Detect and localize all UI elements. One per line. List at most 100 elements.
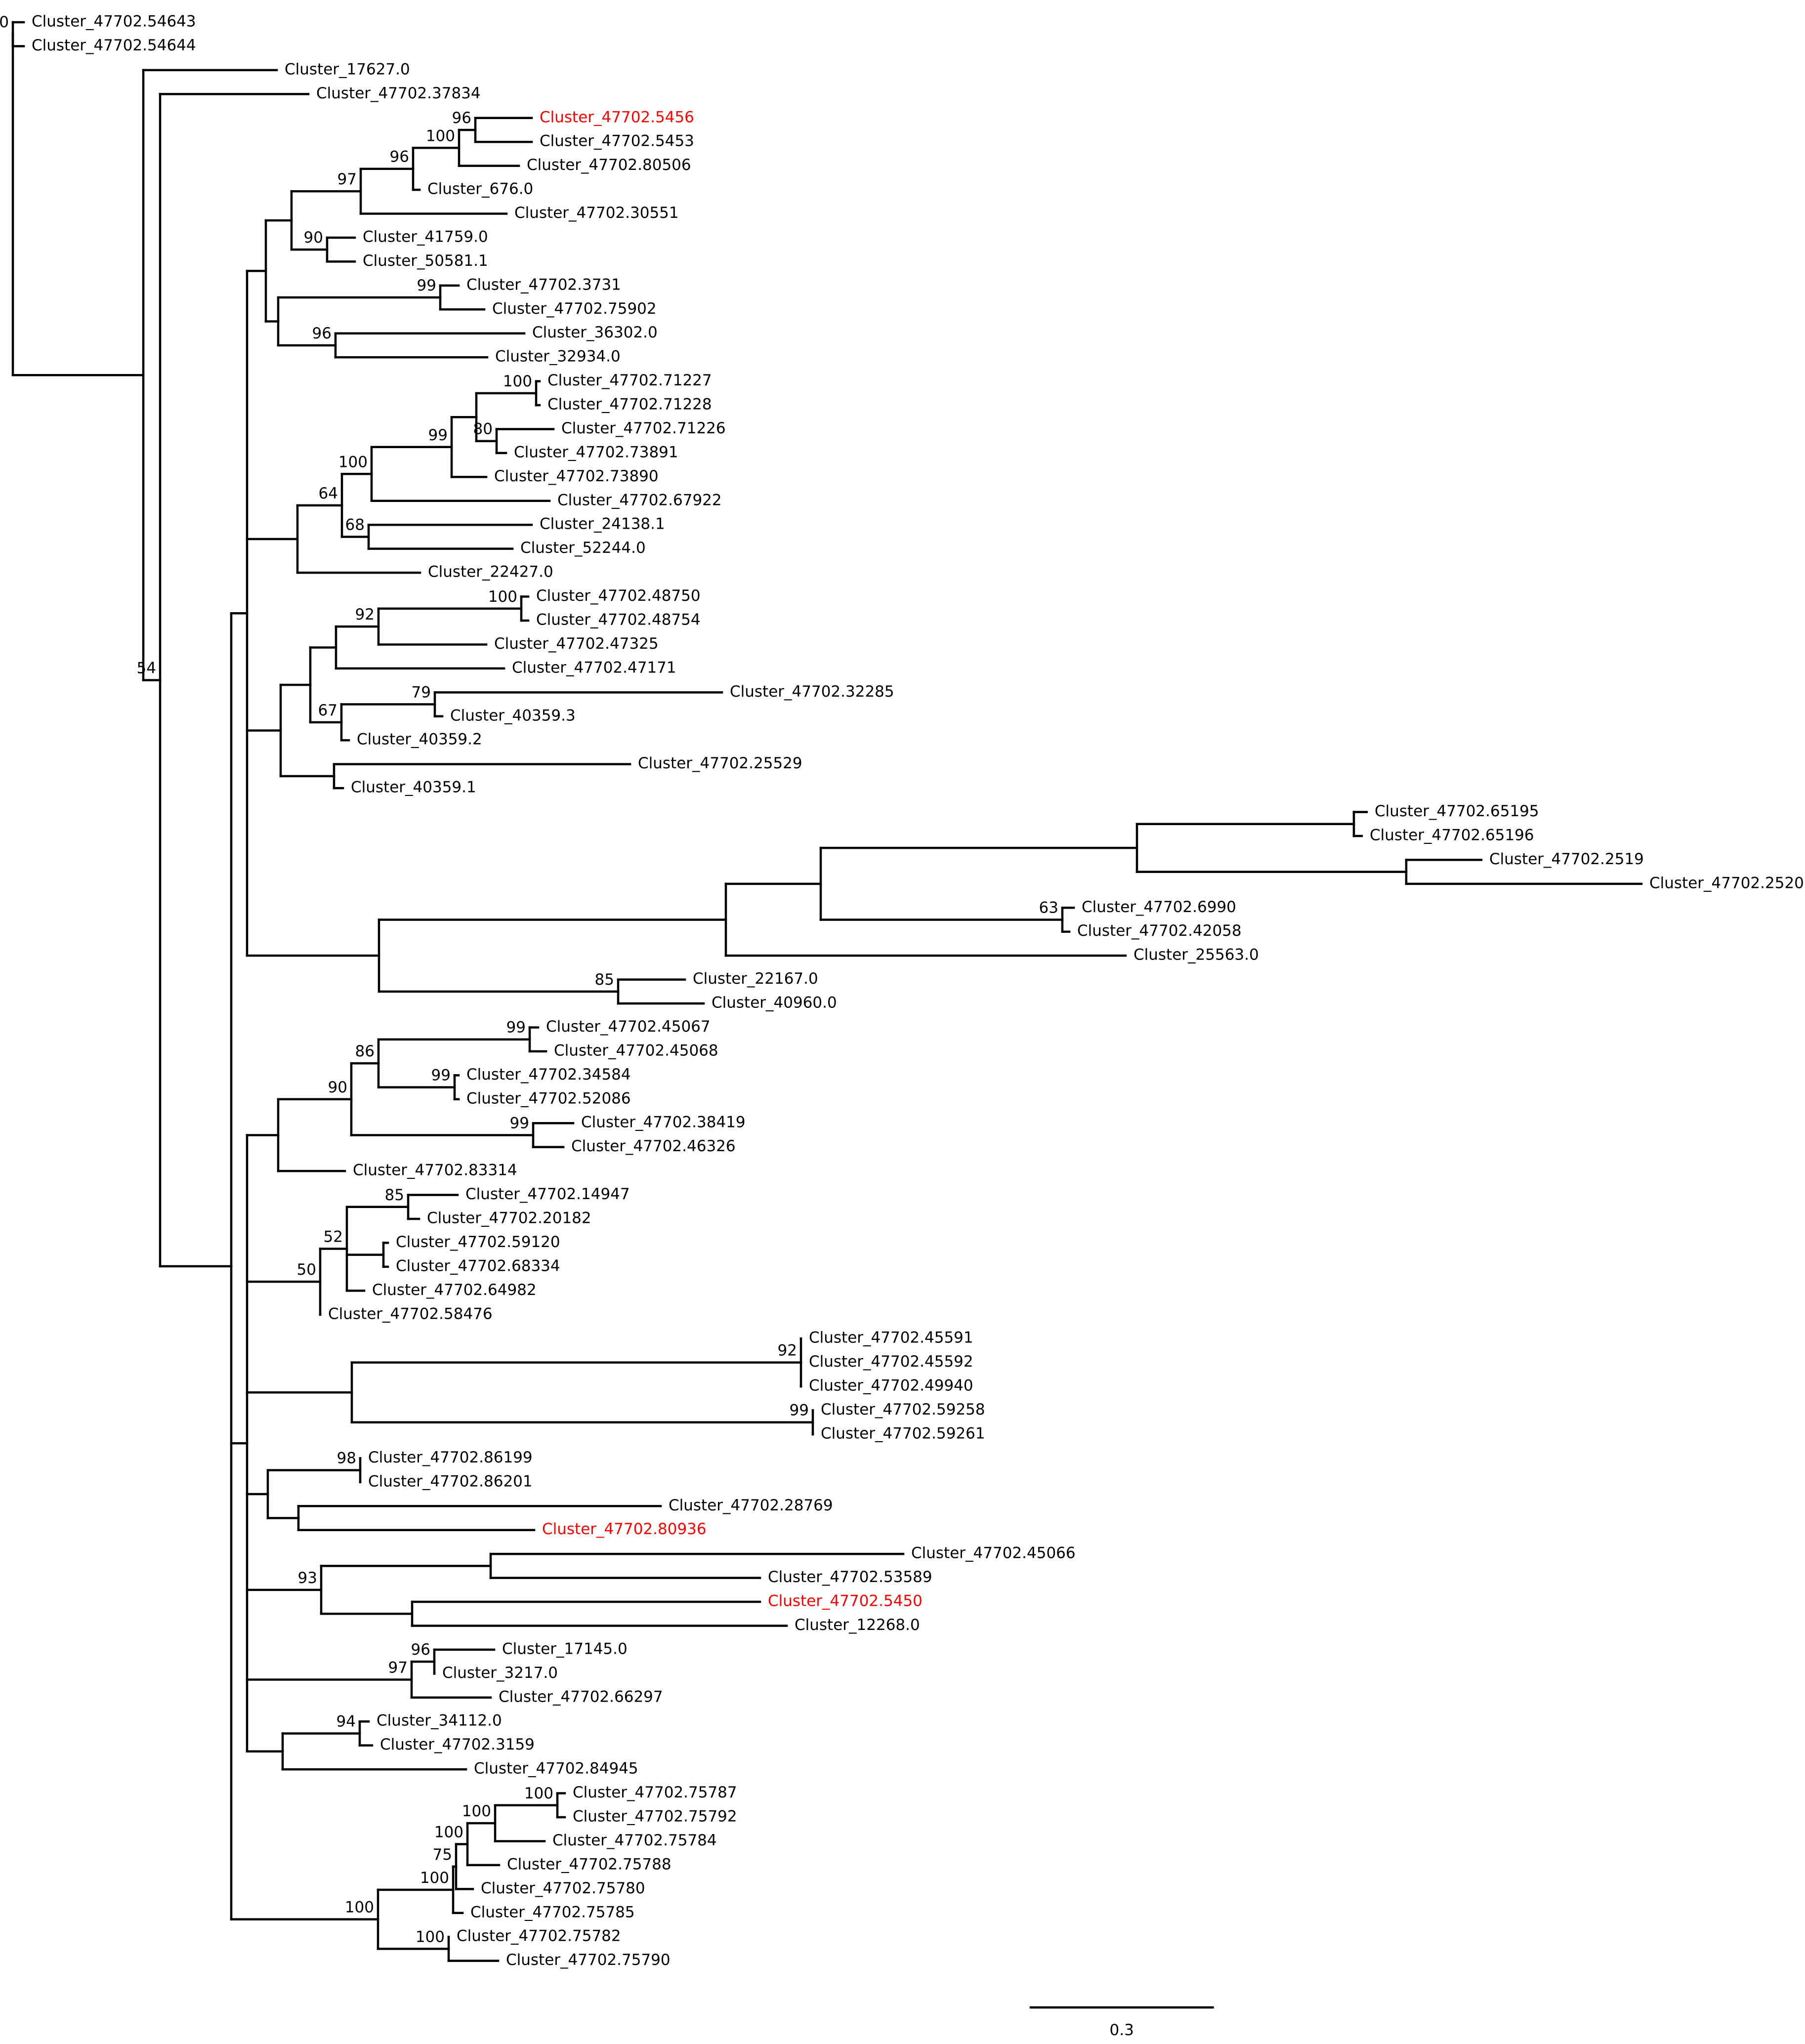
tip-label: Cluster_47702.45066 [911, 1544, 1076, 1562]
tree-branches [11, 21, 1643, 1962]
support-value: 75 [433, 1846, 452, 1864]
tip-label: Cluster_47702.38419 [581, 1114, 746, 1131]
tip-label: Cluster_47702.75792 [573, 1808, 737, 1826]
tip-label: Cluster_47702.49940 [809, 1377, 973, 1395]
tip-label: Cluster_12268.0 [795, 1616, 920, 1634]
support-value: 99 [790, 1402, 809, 1419]
support-value: 99 [506, 1019, 526, 1037]
tip-label: Cluster_47702.25529 [638, 754, 802, 772]
support-value: 85 [385, 1186, 404, 1204]
tip-label: Cluster_47702.71228 [547, 396, 712, 414]
tip-label: Cluster_32934.0 [495, 348, 621, 366]
tip-label: Cluster_40359.1 [351, 779, 476, 796]
tip-label: Cluster_47702.75790 [506, 1951, 671, 1969]
support-value: 100 [503, 373, 532, 390]
support-value: 100 [524, 1785, 553, 1802]
tip-label: Cluster_47702.66297 [499, 1688, 663, 1706]
tip-label: Cluster_47702.3731 [466, 276, 621, 293]
tip-label: Cluster_47702.75780 [481, 1879, 645, 1897]
support-value: 85 [595, 971, 614, 989]
tip-label: Cluster_47702.45068 [554, 1042, 718, 1059]
tip-label: Cluster_47702.3159 [380, 1736, 535, 1753]
support-value: 86 [355, 1043, 375, 1060]
tip-label: Cluster_22167.0 [693, 970, 818, 988]
support-value: 54 [137, 660, 156, 677]
support-value: 100 [338, 453, 368, 471]
tip-label: Cluster_47702.64982 [372, 1281, 537, 1299]
tip-label: Cluster_47702.73891 [514, 443, 678, 461]
tip-label: Cluster_47702.5456 [540, 108, 694, 126]
support-value: 63 [1039, 899, 1058, 917]
tip-label: Cluster_47702.75787 [573, 1784, 737, 1801]
tip-label: Cluster_36302.0 [532, 324, 658, 341]
support-value: 79 [412, 684, 431, 702]
support-value: 100 [488, 588, 517, 606]
tip-label: Cluster_47702.14947 [465, 1185, 630, 1203]
scale-bar: 0.3 [1029, 2006, 1214, 2039]
support-value: 99 [431, 1067, 451, 1085]
tip-label: Cluster_40359.3 [450, 707, 576, 724]
tip-label: Cluster_47702.59261 [821, 1424, 985, 1442]
support-value: 68 [345, 516, 365, 534]
tip-label: Cluster_47702.6990 [1082, 898, 1236, 916]
support-value: 90 [328, 1079, 347, 1096]
tip-label: Cluster_47702.30551 [514, 204, 679, 222]
tip-label: Cluster_40960.0 [712, 994, 837, 1012]
tip-label: Cluster_47702.5450 [768, 1592, 923, 1610]
tip-label: Cluster_47702.73890 [494, 467, 659, 485]
tip-label: Cluster_47702.59258 [821, 1401, 985, 1418]
tip-label: Cluster_47702.71226 [561, 419, 726, 437]
tip-label: Cluster_47702.58476 [328, 1305, 493, 1323]
support-value: 97 [388, 1659, 408, 1676]
tip-label: Cluster_47702.54644 [32, 37, 196, 54]
support-value: 100 [434, 1823, 463, 1841]
tip-label: Cluster_47702.47171 [512, 659, 676, 676]
tip-labels: Cluster_47702.54643Cluster_47702.54644Cl… [32, 13, 1804, 1969]
tip-label: Cluster_47702.42058 [1077, 922, 1242, 940]
tip-label: Cluster_25563.0 [1133, 946, 1259, 964]
tip-label: Cluster_40359.2 [357, 731, 482, 749]
support-value: 92 [355, 606, 375, 624]
support-value: 96 [452, 109, 471, 127]
tip-label: Cluster_47702.52086 [466, 1089, 631, 1107]
tip-label: Cluster_47702.20182 [427, 1210, 591, 1227]
support-value: 100 [416, 1928, 445, 1946]
support-value: 96 [411, 1641, 430, 1659]
support-values: 1009610096979099961008099100686410092796… [0, 13, 1058, 1946]
support-value: 94 [336, 1712, 356, 1730]
tip-label: Cluster_47702.67922 [557, 491, 722, 509]
support-value: 64 [319, 485, 338, 502]
tip-label: Cluster_24138.1 [540, 515, 665, 533]
tip-label: Cluster_47702.5453 [540, 132, 694, 150]
tip-label: Cluster_47702.65196 [1370, 826, 1534, 844]
tip-label: Cluster_47702.86199 [368, 1449, 533, 1466]
support-value: 100 [462, 1802, 491, 1820]
tip-label: Cluster_47702.71227 [547, 372, 712, 389]
tip-label: Cluster_47702.65195 [1375, 802, 1539, 820]
tip-label: Cluster_47702.46326 [571, 1137, 736, 1155]
tip-label: Cluster_47702.80506 [527, 156, 691, 174]
tip-label: Cluster_676.0 [427, 180, 533, 198]
support-value: 67 [318, 702, 337, 719]
support-value: 96 [312, 325, 332, 342]
support-value: 90 [304, 229, 323, 247]
tip-label: Cluster_47702.45591 [809, 1329, 973, 1347]
tip-label: Cluster_17145.0 [502, 1640, 628, 1658]
support-value: 92 [778, 1342, 797, 1360]
tip-label: Cluster_22427.0 [428, 563, 553, 581]
tip-label: Cluster_47702.75784 [552, 1832, 717, 1849]
support-value: 96 [390, 148, 409, 166]
tip-label: Cluster_47702.84945 [474, 1760, 638, 1778]
tip-label: Cluster_47702.75788 [507, 1855, 672, 1873]
tip-label: Cluster_47702.34584 [466, 1066, 631, 1084]
support-value: 99 [417, 277, 436, 294]
support-value: 100 [426, 127, 455, 145]
tip-label: Cluster_47702.59120 [396, 1233, 560, 1251]
support-value: 99 [510, 1114, 529, 1132]
tip-label: Cluster_47702.75902 [492, 300, 657, 318]
support-value: 52 [324, 1228, 343, 1246]
tip-label: Cluster_47702.75785 [470, 1903, 635, 1921]
scale-bar-label: 0.3 [1110, 2021, 1134, 2039]
support-value: 93 [298, 1569, 317, 1587]
